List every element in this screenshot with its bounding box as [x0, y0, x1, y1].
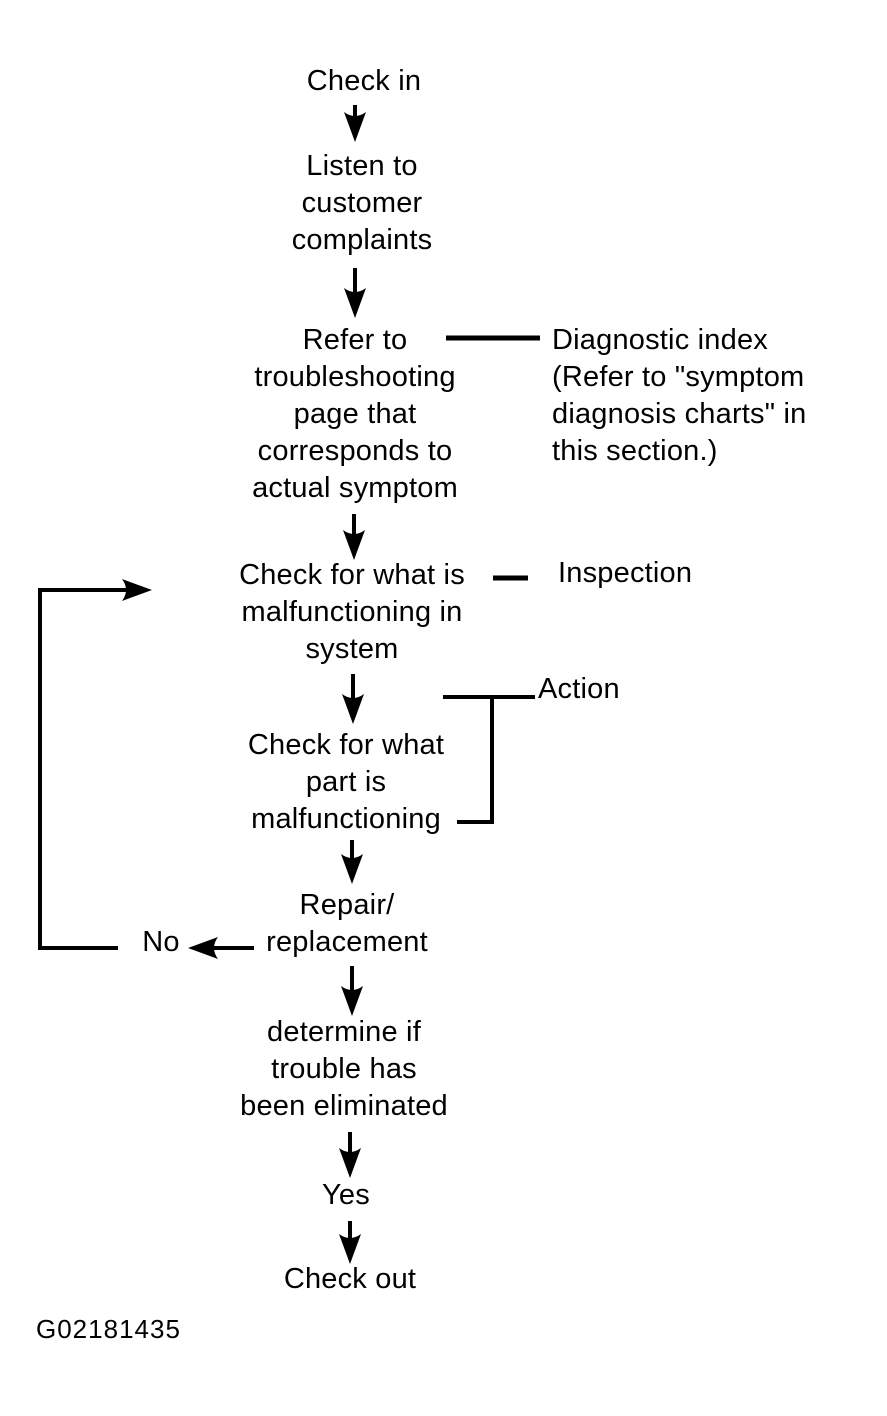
arrow-down-check-in-to-listen-icon: [344, 105, 366, 142]
annotation-inspection: Inspection: [558, 557, 693, 589]
arrow-down-repair-to-determine-icon: [341, 966, 363, 1016]
arrow-left-repair-to-no-icon: [188, 937, 254, 959]
arrow-down-listen-to-refer-icon: [344, 268, 366, 318]
node-check-out: Check out: [283, 1263, 417, 1295]
arrow-down-determine-to-yes-icon: [339, 1132, 361, 1178]
arrow-down-refer-to-check-system-icon: [343, 514, 365, 560]
arrow-down-yes-to-check-out-icon: [339, 1221, 361, 1264]
annotation-diagnostic-index: Diagnostic index (Refer to "symptom diag…: [552, 324, 807, 467]
node-check-part-malfunction: Check for what part is malfunctioning: [247, 729, 445, 835]
node-refer-to-troubleshooting-page: Refer to troubleshooting page that corre…: [252, 324, 458, 504]
node-listen-to-customer-complaints: Listen to customer complaints: [291, 150, 433, 256]
feedback-loop-line: [38, 579, 152, 950]
node-check-in: Check in: [306, 65, 422, 97]
annotation-action: Action: [538, 673, 620, 705]
label-no: No: [142, 926, 180, 958]
arrow-down-check-part-to-repair-icon: [341, 840, 363, 884]
arrow-down-check-system-to-check-part-icon: [342, 674, 364, 724]
label-yes: Yes: [322, 1179, 370, 1211]
node-determine-trouble-eliminated: determine if trouble has been eliminated: [240, 1016, 448, 1122]
figure-id: G02181435: [36, 1314, 181, 1344]
node-repair-replacement: Repair/ replacement: [266, 889, 428, 958]
node-check-system-malfunction: Check for what is malfunctioning in syst…: [239, 559, 465, 665]
bracket-action: [443, 695, 535, 824]
